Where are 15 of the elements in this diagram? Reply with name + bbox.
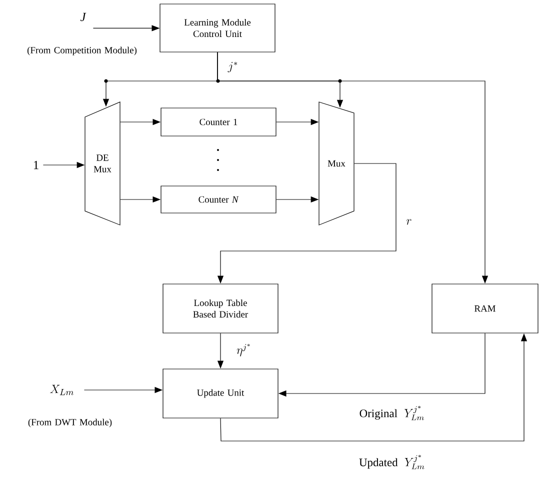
input-label: 1 xyxy=(34,160,38,170)
edge-label: $\eta^{j^*}$ xyxy=(236,342,252,358)
edge-label: $\mathrm{Original}\;\; Y_{Lm}^{j^*}$ xyxy=(358,404,426,422)
input-label: $X_{Lm}$ xyxy=(50,384,74,396)
control-unit-box: Learning Module Control Unit xyxy=(160,4,276,52)
ram-box: RAM xyxy=(432,284,538,334)
counter-box: Counter 1 xyxy=(160,108,276,136)
edge-label: $r$ xyxy=(405,218,413,226)
input-label: J xyxy=(80,12,86,22)
edge-label: $\mathrm{Updated}\;\; Y_{Lm}^{j^*}$ xyxy=(358,454,426,470)
counter-box: Counter N xyxy=(160,186,276,214)
edge-label: $j^*$ xyxy=(226,60,240,74)
source-note: (From Competition Module) xyxy=(27,46,137,56)
update-unit-box: Update Unit xyxy=(162,368,278,418)
source-note: (From DWT Module) xyxy=(28,418,112,428)
